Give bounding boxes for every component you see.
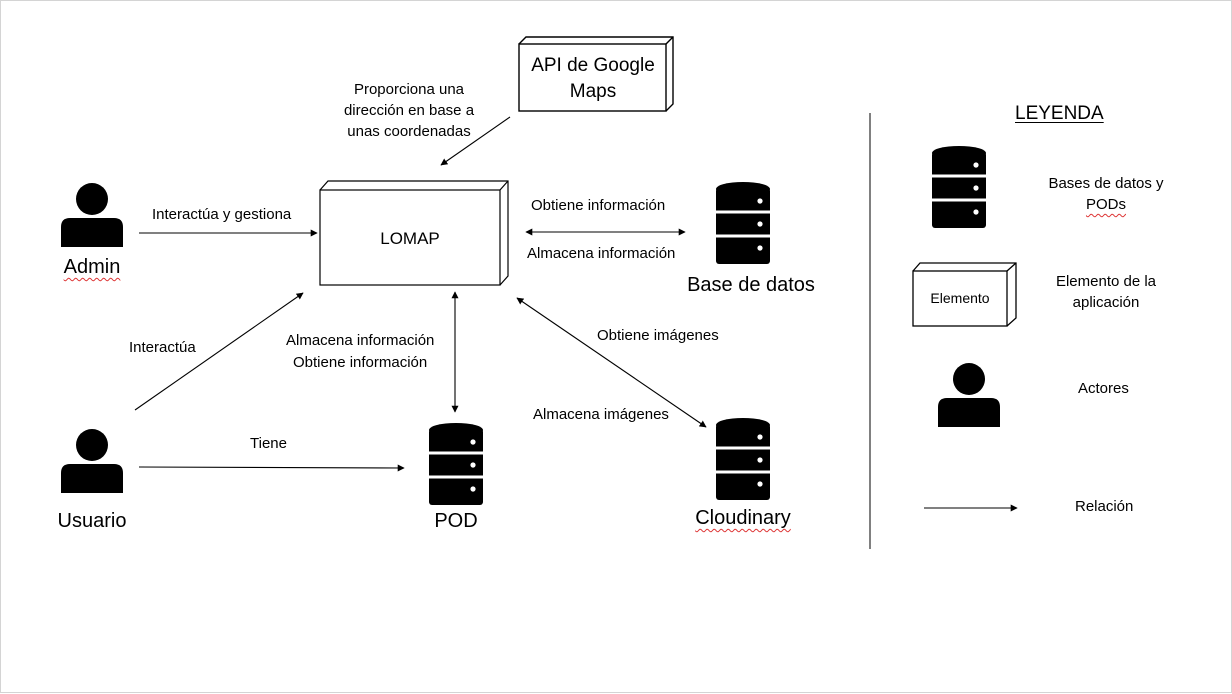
arrow-user-lomap	[134, 292, 304, 411]
pod-database-icon	[426, 421, 486, 507]
admin-label: Admin	[63, 256, 121, 278]
database-label: Base de datos	[687, 274, 815, 296]
arrow-lomap-cloudinary	[516, 297, 707, 428]
lomap-pod-store-label: Almacena información	[286, 332, 435, 349]
usuario-label: Usuario	[57, 510, 127, 532]
legend-actors-label: Actores	[1078, 380, 1129, 397]
admin-person-icon	[61, 183, 123, 247]
cloudinary-database-icon	[713, 416, 773, 502]
cloudinary-label: Cloudinary	[695, 507, 791, 529]
lomap-db-get-label: Obtiene información	[531, 197, 666, 214]
pod-label: POD	[434, 510, 478, 532]
legend-db-label: Bases de datos y PODs	[1048, 175, 1164, 213]
user-person-icon	[61, 429, 123, 493]
user-pod-edge-label: Tiene	[250, 435, 287, 452]
lomap-db-store-label: Almacena información	[527, 245, 676, 262]
lomap-cloud-get-label: Obtiene imágenes	[597, 327, 719, 344]
lomap-cloud-store-label: Almacena imágenes	[533, 406, 669, 423]
user-lomap-edge-label: Interactúa	[129, 339, 196, 356]
legend-db-label-pods: PODs	[1085, 196, 1126, 213]
legend-person-icon	[938, 363, 1000, 427]
lomap-pod-get-label: Obtiene información	[293, 354, 428, 371]
lomap-label: LOMAP	[380, 229, 440, 248]
legend-element-box-label: Elemento	[930, 290, 990, 306]
legend-relation-label: Relación	[1075, 498, 1134, 515]
api-box	[518, 36, 674, 112]
legend-title: LEYENDA	[1015, 103, 1104, 124]
lomap-box	[319, 180, 509, 286]
api-label: API de Google Maps	[531, 55, 655, 102]
arrow-user-pod	[138, 464, 405, 472]
legend-element-label: Elemento de la aplicación	[1055, 273, 1157, 311]
arrow-api-lomap	[440, 116, 511, 166]
api-lomap-edge-label: Proporciona una dirección en base a unas…	[343, 81, 475, 140]
legend-database-icon	[929, 144, 989, 230]
database-icon	[713, 180, 773, 266]
legend-element-box	[912, 262, 1017, 327]
admin-lomap-edge-label: Interactúa y gestiona	[152, 206, 292, 223]
